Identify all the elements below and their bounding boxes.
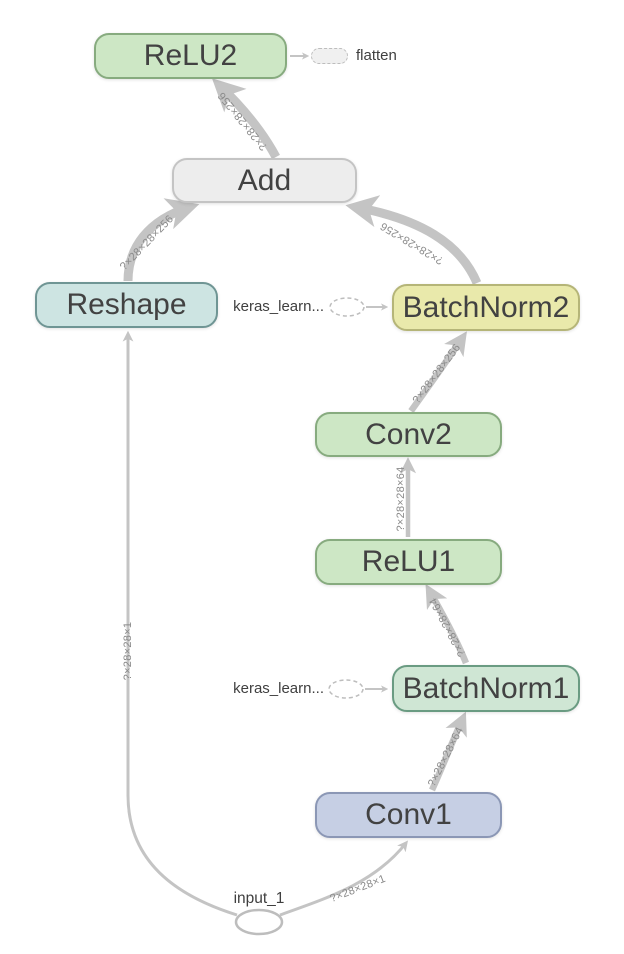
edge-input-to-reshape [122,330,238,917]
keras-learning-phase-node-bottom[interactable] [328,679,364,699]
flatten-node-label: flatten [356,47,397,64]
edge-conv1-to-batchnorm1 [429,711,467,792]
node-batchnorm2[interactable]: BatchNorm2 [392,284,580,331]
node-batchnorm2-label: BatchNorm2 [402,290,570,324]
node-relu2-label: ReLU2 [143,39,238,72]
node-conv1[interactable]: Conv1 [315,792,502,838]
node-relu1-label: ReLU1 [361,545,456,578]
edge-label-input-conv1: ?×28×28×1 [328,873,387,905]
edge-reshape-to-add [123,198,200,282]
node-relu2[interactable]: ReLU2 [94,33,287,79]
keras-learning-label-top: keras_learn... [233,298,324,315]
node-conv1-label: Conv1 [365,798,452,831]
edge-label-add-relu2: ?×28×28×256 [216,89,270,152]
edge-batchnorm1-to-relu1 [425,583,470,665]
input-node[interactable] [234,908,284,936]
edge-label-input-reshape: ?×28×28×1 [122,622,134,681]
node-add[interactable]: Add [172,158,357,203]
node-reshape-label: Reshape [66,288,187,321]
node-conv2[interactable]: Conv2 [315,412,502,457]
edge-label-reshape-add: ?×28×28×256 [118,213,176,273]
edge-input-to-conv1 [279,840,408,917]
edge-conv2-to-batchnorm2 [408,331,467,413]
keras-learning-phase-node-top[interactable] [329,297,365,317]
edge-label-batchnorm1-relu1: ?×28×28×64 [427,595,468,658]
edge-add-to-relu2 [211,78,280,160]
node-batchnorm1[interactable]: BatchNorm1 [392,665,580,712]
edge-label-conv1-batchnorm1: ?×28×28×64 [426,725,466,788]
input-node-label: input_1 [233,890,285,907]
node-reshape[interactable]: Reshape [35,282,218,328]
keras-learning-label-bottom: keras_learn... [233,680,324,697]
edge-label-relu1-conv2: ?×28×28×64 [395,466,407,531]
flatten-node[interactable] [311,48,348,64]
edge-label-conv2-batchnorm2: ?×28×28×256 [411,342,464,406]
node-conv2-label: Conv2 [365,417,452,451]
node-add-label: Add [237,163,292,197]
node-relu1[interactable]: ReLU1 [315,539,502,585]
node-batchnorm1-label: BatchNorm1 [402,671,570,705]
edge-batchnorm2-to-add [345,195,482,285]
